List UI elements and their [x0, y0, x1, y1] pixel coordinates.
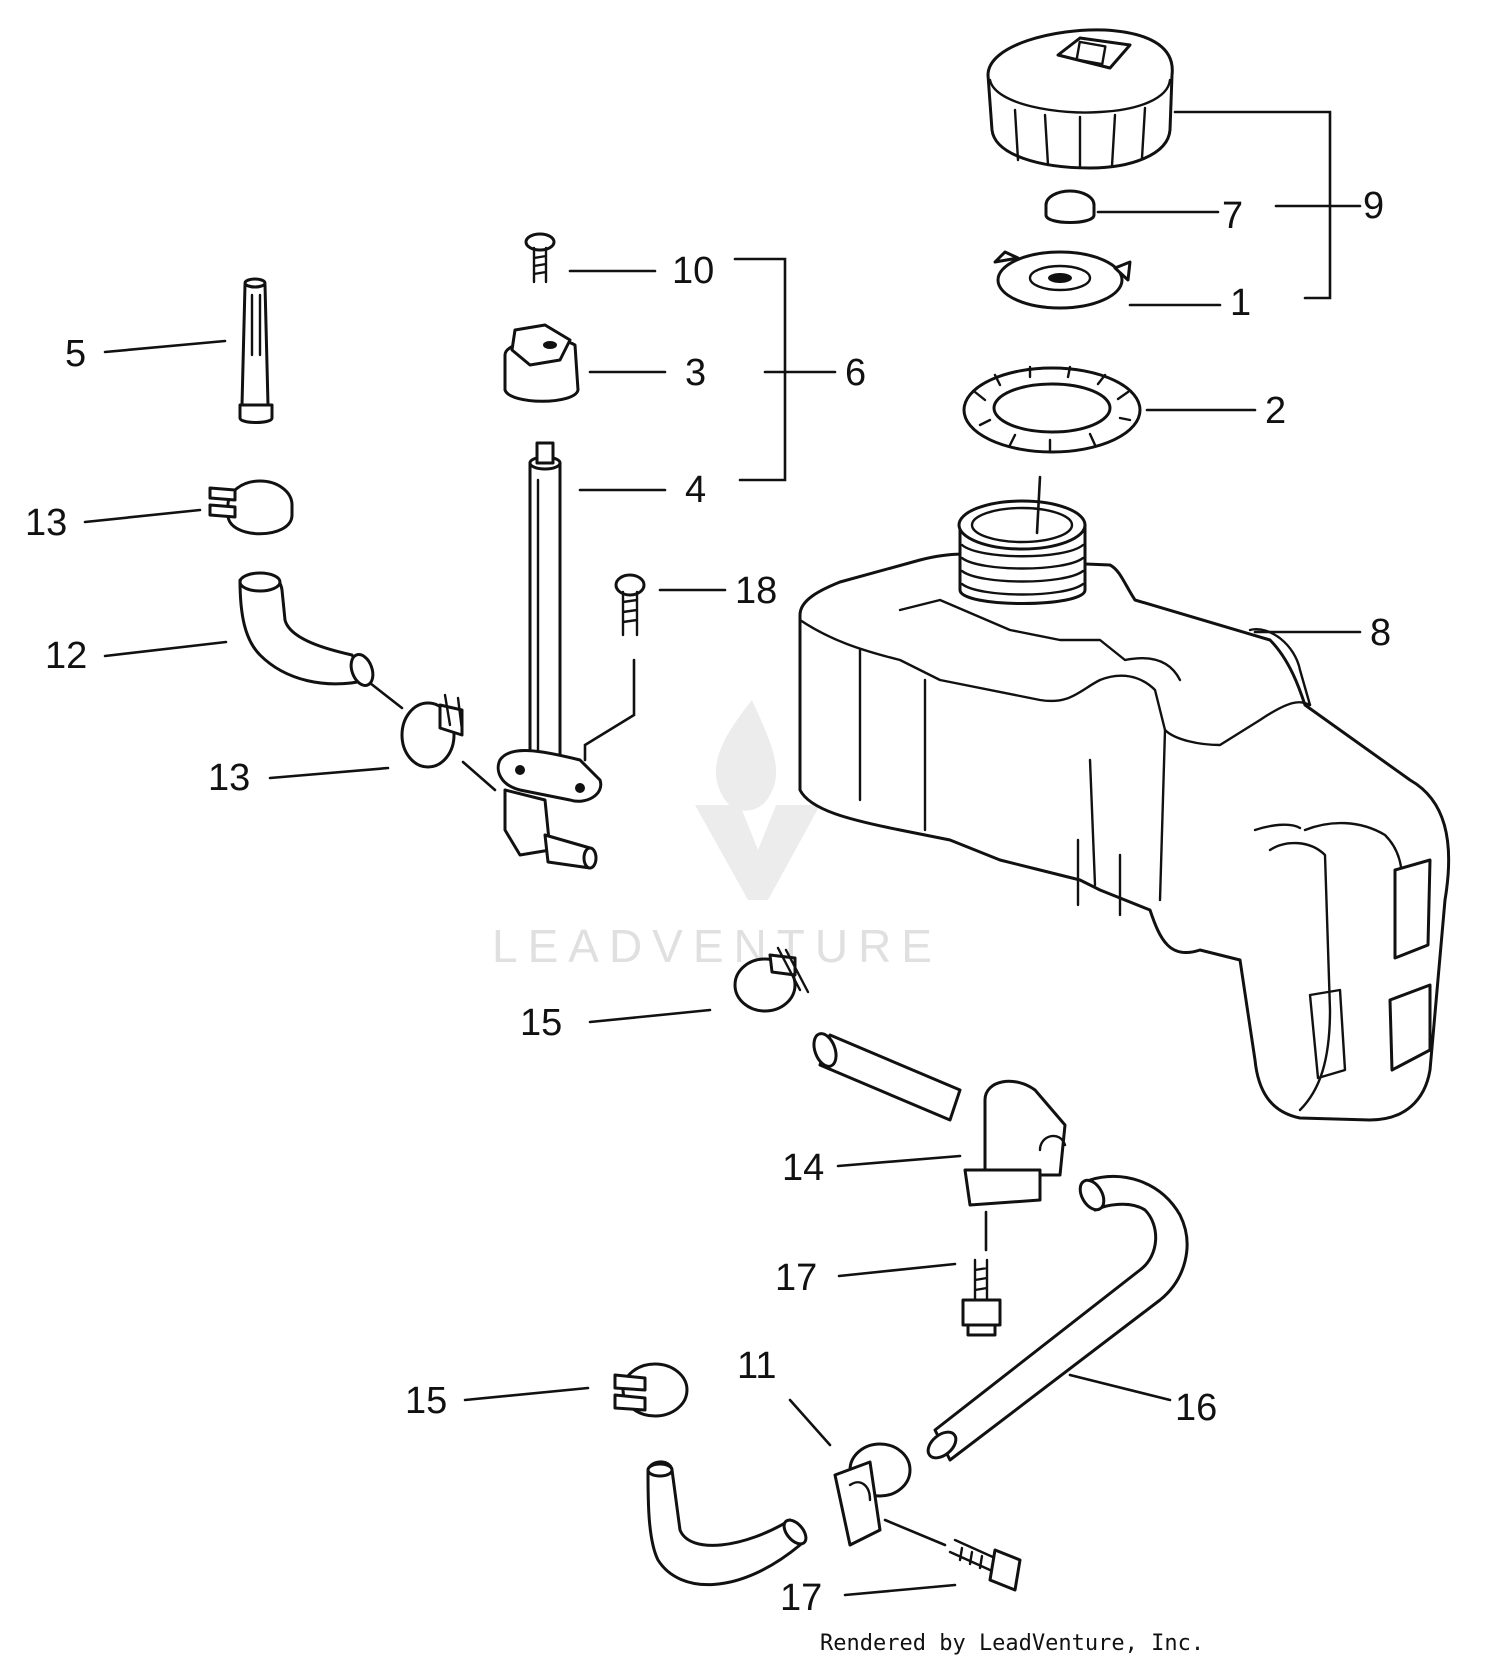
callout-4: 4 [685, 469, 706, 511]
hose-straight [812, 1032, 962, 1122]
callouts: 9 7 1 2 8 10 3 6 4 18 5 13 12 13 15 14 1… [25, 185, 1391, 1619]
callout-13-lower: 13 [208, 757, 250, 799]
hose-clamp-15-upper [733, 946, 810, 1013]
callout-2: 2 [1265, 390, 1286, 432]
callout-7: 7 [1222, 195, 1243, 237]
callout-5: 5 [65, 333, 86, 375]
lock-ring [962, 365, 1142, 454]
callout-6: 6 [845, 352, 866, 394]
fuel-hose-lower-elbow [646, 1460, 808, 1587]
fuel-hose-elbow [238, 571, 375, 687]
callout-15-upper: 15 [520, 1002, 562, 1044]
callout-17-lower: 17 [780, 1577, 822, 1619]
callout-15-lower: 15 [405, 1380, 447, 1422]
callout-11: 11 [737, 1345, 776, 1387]
watermark-text: LEADVENTURE [492, 920, 942, 972]
callout-17-upper: 17 [775, 1257, 817, 1299]
fuel-cock [496, 441, 603, 870]
leader-lines [83, 110, 1362, 1597]
fuel-filter-rod [238, 277, 274, 424]
hose-clamp-upper [208, 479, 294, 536]
callout-13-upper: 13 [25, 502, 67, 544]
bolt-17-upper [961, 1258, 1002, 1337]
hose-clamp-15-lower [613, 1362, 689, 1418]
callout-14: 14 [782, 1147, 824, 1189]
screw-18 [614, 573, 646, 637]
fuel-cap [986, 28, 1174, 170]
render-credit: Rendered by LeadVenture, Inc. [820, 1631, 1204, 1656]
fuel-hose-long [926, 1174, 1189, 1462]
callout-18: 18 [735, 570, 777, 612]
hose-clip-11 [833, 1442, 912, 1547]
screw-10 [524, 232, 556, 284]
hose-clamp-lower [400, 693, 464, 769]
fuel-cock-knob [503, 323, 580, 403]
watermark-logo: LEADVENTURE [492, 700, 942, 972]
callout-10: 10 [672, 250, 714, 292]
callout-8: 8 [1370, 612, 1391, 654]
fuel-tank [798, 499, 1451, 1122]
callout-9: 9 [1363, 185, 1384, 227]
bolt-17-lower [948, 1538, 1022, 1592]
cap-insert [1044, 189, 1096, 224]
callout-16: 16 [1175, 1387, 1217, 1429]
callout-3: 3 [685, 352, 706, 394]
cap-plate [993, 250, 1132, 310]
hose-clip-bracket [963, 1079, 1067, 1207]
callout-1: 1 [1230, 282, 1251, 324]
callout-12: 12 [45, 635, 87, 677]
